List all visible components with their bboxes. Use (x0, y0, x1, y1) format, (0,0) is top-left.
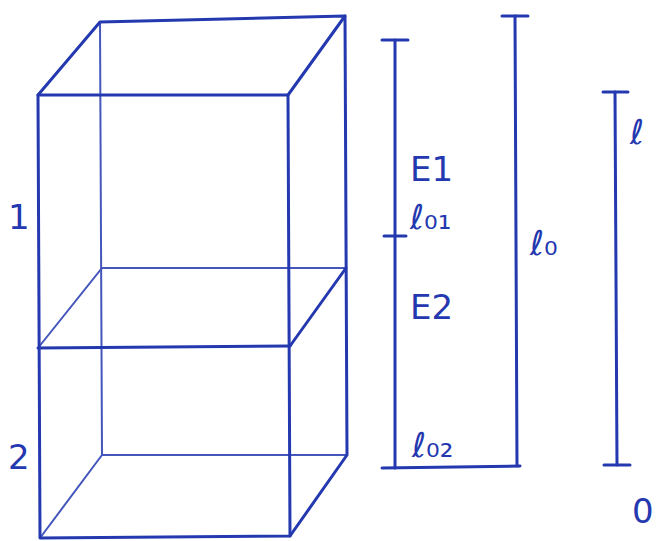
hidden-edge (100, 22, 102, 455)
length-label: ℓ₀₂ (412, 428, 453, 462)
hidden-edge (40, 455, 102, 538)
dimension-line (515, 16, 517, 466)
top-face (38, 16, 345, 95)
right-face (290, 16, 347, 536)
modulus-label: E1 (410, 152, 453, 186)
dimension-tick (382, 466, 520, 468)
partition-front (38, 346, 290, 348)
origin-label: 0 (632, 494, 654, 528)
modulus-label: E2 (410, 290, 453, 324)
length-label: ℓ (630, 115, 644, 149)
dimension-tick (384, 235, 406, 238)
dimension-tick (502, 15, 528, 18)
dimension-tick (603, 91, 628, 94)
dimension-line (394, 40, 397, 468)
part-number: 1 (8, 200, 30, 234)
partition-hidden (38, 268, 346, 348)
dimension-tick (382, 39, 408, 42)
part-number: 2 (8, 440, 30, 474)
length-label: ℓ₀₁ (410, 200, 451, 234)
length-label: ℓ₀ (530, 226, 558, 260)
hidden-edge (102, 454, 347, 456)
front-face (38, 95, 290, 538)
dimension-tick (604, 464, 630, 467)
partition-side (290, 268, 346, 346)
dimension-line (615, 92, 617, 465)
